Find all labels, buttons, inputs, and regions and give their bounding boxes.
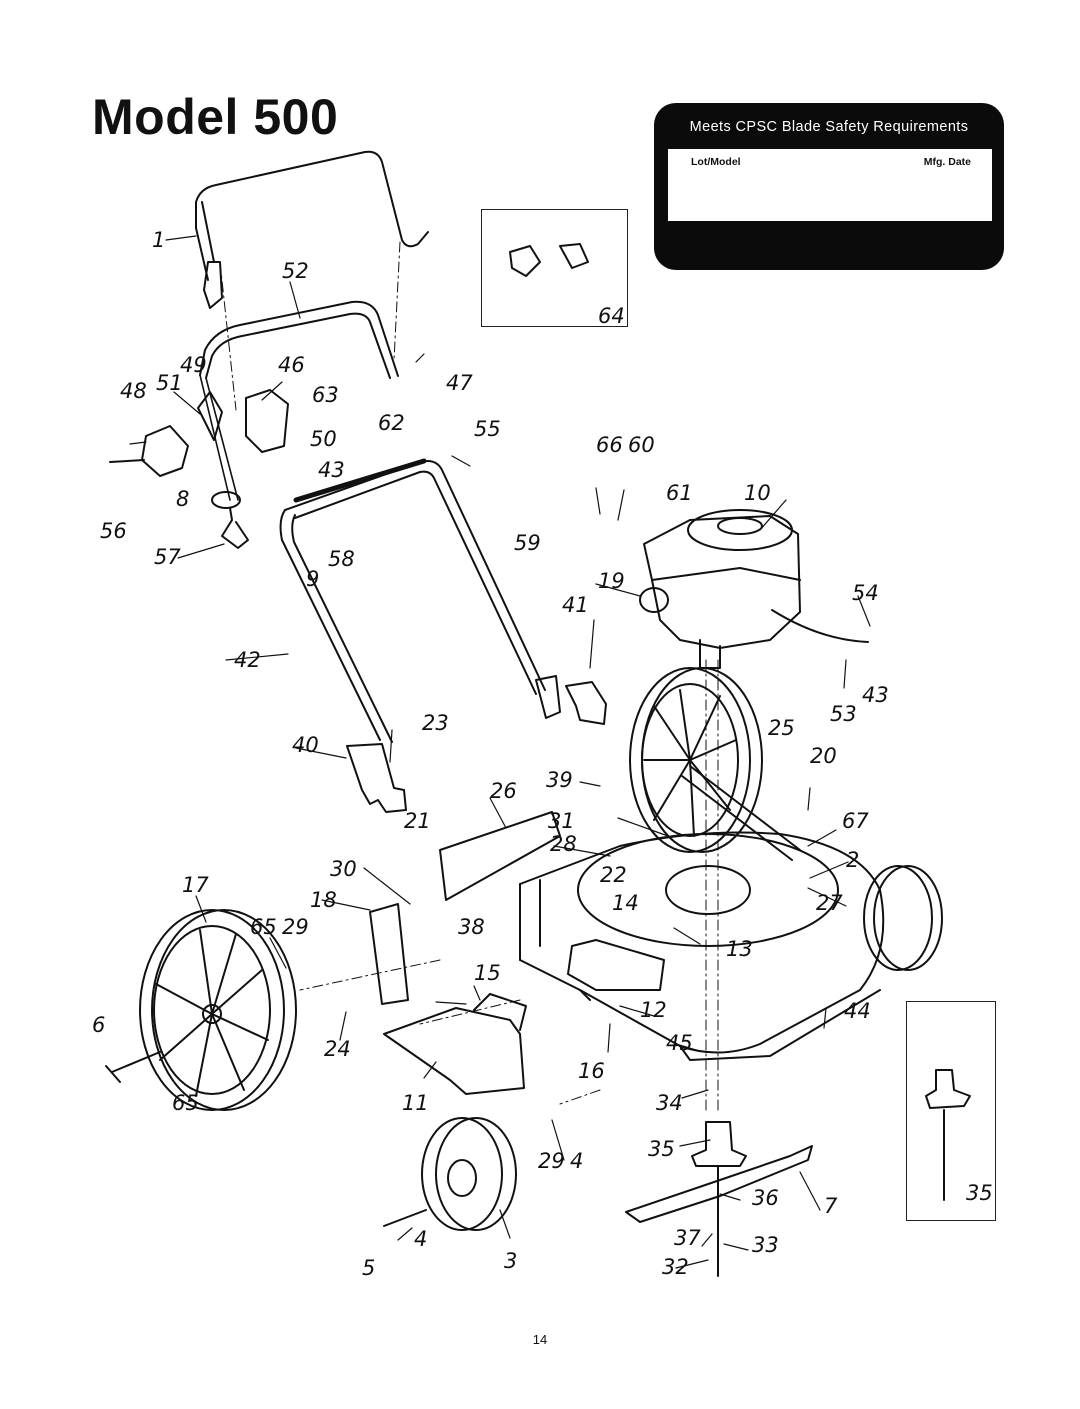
callout-13-hinge-rod: 13 bbox=[726, 937, 753, 961]
page-number: 14 bbox=[532, 1332, 548, 1347]
engine-drawing bbox=[639, 509, 869, 669]
callout-61-starter-rope: 61 bbox=[666, 481, 693, 505]
callout-15-deflector-hinge: 15 bbox=[474, 961, 501, 985]
page-title: Model 500 bbox=[92, 89, 339, 145]
callout-47-nut: 47 bbox=[446, 371, 473, 395]
callout-21-nut: 21 bbox=[404, 809, 431, 833]
rear-wheel-drawing bbox=[139, 909, 297, 1111]
callout-38-rear-skirt: 38 bbox=[458, 915, 485, 939]
callout-7-blade: 7 bbox=[824, 1194, 838, 1218]
callout-35-blade-adapter-inset: 35 bbox=[966, 1181, 993, 1205]
callout-3-front-wheel: 3 bbox=[504, 1249, 517, 1273]
callout-58-spacer: 58 bbox=[328, 547, 355, 571]
callout-6-wheel-bolt: 6 bbox=[92, 1013, 105, 1037]
callout-64-control-assembly-inset: 64 bbox=[598, 304, 625, 328]
callout-29-washer: 29 bbox=[538, 1149, 565, 1173]
callout-43-cable: 43 bbox=[862, 683, 889, 707]
blade-drawing bbox=[625, 1145, 813, 1223]
blade-adapter-inset-box bbox=[906, 1001, 996, 1221]
callout-50-cable-clip: 50 bbox=[310, 427, 337, 451]
callout-40-rear-flap: 40 bbox=[292, 733, 319, 757]
callout-37-lockwasher: 37 bbox=[674, 1226, 701, 1250]
callout-10-engine: 10 bbox=[744, 481, 771, 505]
callout-12-discharge-chute: 12 bbox=[640, 998, 667, 1022]
callout-22-wheel-plate: 22 bbox=[600, 863, 627, 887]
callout-60-cable-bracket: 60 bbox=[628, 433, 655, 457]
callout-35-blade-adapter: 35 bbox=[648, 1137, 675, 1161]
callout-57-washer: 57 bbox=[154, 545, 181, 569]
callout-16-screw: 16 bbox=[578, 1059, 605, 1083]
callout-4-bushing: 4 bbox=[570, 1149, 583, 1173]
callout-49-control-lever: 49 bbox=[180, 353, 207, 377]
callout-9-handle-frame: 9 bbox=[306, 567, 319, 591]
callout-42-screw: 42 bbox=[234, 648, 261, 672]
callout-4-bushing: 4 bbox=[414, 1227, 427, 1251]
callout-19-handle-bracket-right: 19 bbox=[598, 569, 625, 593]
callout-33-lockwasher: 33 bbox=[752, 1233, 779, 1257]
callout-48-control-housing: 48 bbox=[120, 379, 147, 403]
control-assembly-inset-box bbox=[481, 209, 628, 327]
callout-2-rear-wheel: 2 bbox=[846, 848, 859, 872]
callout-32-blade-bolt: 32 bbox=[662, 1255, 689, 1279]
callout-54-rope-guide: 54 bbox=[852, 581, 879, 605]
callout-65-hubcap: 65 bbox=[172, 1091, 199, 1115]
mfg-date-label: Mfg. Date bbox=[923, 156, 971, 168]
callout-5-wheel-bolt: 5 bbox=[362, 1256, 375, 1280]
upper-handle-drawing bbox=[195, 150, 429, 248]
callout-56-carriage-bolt: 56 bbox=[100, 519, 127, 543]
callout-46-screw: 46 bbox=[278, 353, 305, 377]
front-wheel-drawing bbox=[421, 1117, 517, 1231]
callout-14-chute-bracket: 14 bbox=[612, 891, 639, 915]
callout-39-hinge-pin: 39 bbox=[546, 768, 573, 792]
callout-41-throttle-bracket: 41 bbox=[562, 593, 589, 617]
callout-65-washer: 65 bbox=[250, 915, 277, 939]
callout-34-nut: 34 bbox=[656, 1091, 683, 1115]
callout-27-bolt: 27 bbox=[816, 891, 843, 915]
cpsc-heading: Meets CPSC Blade Safety Requirements bbox=[689, 119, 969, 135]
callout-17-nut: 17 bbox=[182, 873, 209, 897]
callout-18-washer: 18 bbox=[310, 888, 337, 912]
callout-1-upper-handle: 1 bbox=[152, 228, 165, 252]
callout-59-choke: 59 bbox=[514, 531, 541, 555]
callout-51-spring: 51 bbox=[156, 371, 183, 395]
lower-handle-drawing bbox=[199, 300, 399, 377]
callout-53-hairpin-clip: 53 bbox=[830, 702, 857, 726]
callout-25-bolt: 25 bbox=[768, 716, 795, 740]
callout-62-handle-bar: 62 bbox=[378, 411, 405, 435]
handle-frame-drawing bbox=[279, 509, 393, 743]
callout-29-spacer: 29 bbox=[282, 915, 309, 939]
callout-23-axle-bracket: 23 bbox=[422, 711, 449, 735]
callout-52-lower-handle: 52 bbox=[282, 259, 309, 283]
callout-31-axle: 31 bbox=[548, 809, 575, 833]
callout-43-control-cable: 43 bbox=[318, 458, 345, 482]
callout-8-handle-knob: 8 bbox=[176, 487, 189, 511]
cpsc-label-plate: Meets CPSC Blade Safety Requirements Lot… bbox=[654, 103, 1004, 270]
callout-28-nut: 28 bbox=[550, 832, 577, 856]
callout-66-screw: 66 bbox=[596, 433, 623, 457]
callout-30-washer: 30 bbox=[330, 857, 357, 881]
callout-67-clip: 67 bbox=[842, 809, 869, 833]
callout-24-bolt: 24 bbox=[324, 1037, 351, 1061]
callout-20-handle-bracket-left: 20 bbox=[810, 744, 837, 768]
callout-44-mower-deck: 44 bbox=[844, 999, 871, 1023]
rear-wheel-right-drawing bbox=[629, 667, 763, 853]
callout-55-handle-side: 55 bbox=[474, 417, 501, 441]
lot-model-label: Lot/Model bbox=[691, 156, 741, 168]
callout-11-deflector-shield: 11 bbox=[402, 1091, 429, 1115]
deck-wheel-right-drawing bbox=[863, 865, 943, 971]
callout-26-screw: 26 bbox=[490, 779, 517, 803]
callout-63-control-bracket: 63 bbox=[312, 383, 339, 407]
lot-model-box: Lot/Model Mfg. Date bbox=[668, 149, 992, 221]
callout-45-screw: 45 bbox=[666, 1031, 693, 1055]
callout-36-washer: 36 bbox=[752, 1186, 779, 1210]
